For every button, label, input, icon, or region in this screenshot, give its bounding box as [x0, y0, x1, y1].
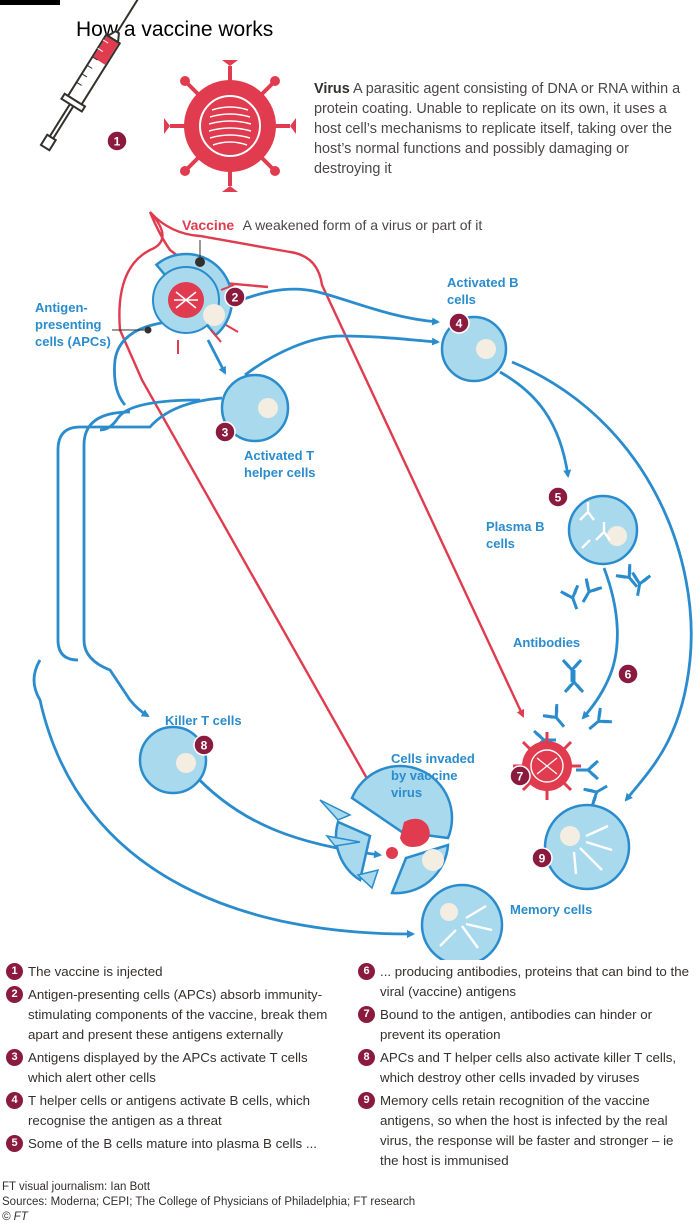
legend-num: 5: [6, 1135, 23, 1152]
step-badge-5: 5: [547, 486, 569, 508]
legend-text: ... producing antibodies, proteins that …: [380, 964, 689, 999]
svg-text:2: 2: [232, 291, 239, 305]
plasma-label-2: cells: [486, 536, 515, 551]
legend-item-6: 6 ... producing antibodies, proteins that…: [358, 962, 694, 1002]
apc-label-1: Antigen-: [35, 300, 88, 315]
step-badge-2: 2: [224, 286, 246, 308]
t-helper-cell: [220, 373, 290, 443]
legend-text: Memory cells retain recognition of the v…: [380, 1093, 674, 1168]
vaccine-definition: Vaccine A weakened form of a virus or pa…: [182, 217, 482, 234]
credit-copyright: © FT: [2, 1211, 28, 1223]
apc-label-3: cells (APCs): [35, 334, 111, 349]
legend-text: Antigens displayed by the APCs activate …: [28, 1050, 308, 1085]
page-title: How a vaccine works: [76, 18, 274, 41]
virus-definition: Virus A parasitic agent consisting of DN…: [314, 79, 694, 179]
legend-num: 3: [6, 1049, 23, 1066]
apc-label-2: presenting: [35, 317, 102, 332]
svg-text:4: 4: [456, 317, 463, 331]
step-badge-1: 1: [106, 130, 128, 152]
legend-num: 7: [358, 1006, 375, 1023]
invaded-label-2: by vaccine: [391, 768, 458, 783]
virus-icon: [164, 60, 296, 192]
legend-num: 1: [6, 963, 23, 980]
step-badge-4: 4: [448, 312, 470, 334]
legend-text: Bound to the antigen, antibodies can hin…: [380, 1007, 653, 1042]
svg-text:6: 6: [625, 668, 632, 682]
b-cell-label-1: Activated B: [447, 275, 519, 290]
svg-text:7: 7: [517, 770, 524, 784]
memory-cell-2: [420, 883, 504, 960]
legend-num: 2: [6, 986, 23, 1003]
legend-left: 1 The vaccine is injected 2 Antigen-presen…: [6, 962, 336, 1157]
legend-text: T helper cells or antigens activate B ce…: [28, 1093, 311, 1128]
invaded-label-3: virus: [391, 785, 422, 800]
b-cell-label-2: cells: [447, 292, 476, 307]
legend-item-7: 7 Bound to the antigen, antibodies can hi…: [358, 1005, 694, 1045]
legend-num: 6: [358, 963, 375, 980]
credit-byline: FT visual journalism: Ian Bott: [2, 1181, 151, 1193]
apc-pointer: [112, 240, 201, 334]
svg-text:1: 1: [114, 135, 121, 149]
legend-text: The vaccine is injected: [28, 964, 163, 979]
antibodies-label: Antibodies: [513, 635, 580, 650]
legend-text: APCs and T helper cells also activate ki…: [380, 1050, 677, 1085]
legend-text: Antigen-presenting cells (APCs) absorb i…: [28, 987, 328, 1042]
legend-item-1: 1 The vaccine is injected: [6, 962, 336, 982]
apc-cell: [152, 252, 239, 354]
killer-t-label: Killer T cells: [165, 713, 242, 728]
vaccine-diagram: Vaccine A weakened form of a virus or pa…: [32, 0, 693, 960]
memory-cells-label: Memory cells: [510, 902, 592, 917]
virus-term: Virus: [314, 81, 350, 97]
vaccine-term: Vaccine: [182, 217, 234, 233]
legend-text: Some of the B cells mature into plasma B…: [28, 1136, 317, 1151]
legend-item-5: 5 Some of the B cells mature into plasma …: [6, 1134, 336, 1154]
t-helper-label-1: Activated T: [244, 448, 314, 463]
step-badge-7: 7: [509, 765, 531, 787]
legend-item-8: 8 APCs and T helper cells also activate k…: [358, 1048, 694, 1088]
invaded-cell: [319, 764, 454, 895]
immune-pathways: [32, 287, 693, 939]
step-badge-9: 9: [531, 847, 553, 869]
svg-text:8: 8: [201, 739, 208, 753]
legend-item-9: 9 Memory cells retain recognition of the …: [358, 1091, 694, 1171]
credit-sources: Sources: Moderna; CEPI; The College of P…: [2, 1196, 416, 1208]
t-helper-label-2: helper cells: [244, 465, 316, 480]
svg-text:3: 3: [222, 426, 229, 440]
legend-num: 8: [358, 1049, 375, 1066]
svg-text:9: 9: [539, 852, 546, 866]
memory-cell-1: [543, 803, 631, 891]
neutralised-virus: [513, 732, 581, 800]
legend-num: 9: [358, 1092, 375, 1109]
legend-num: 4: [6, 1092, 23, 1109]
svg-text:5: 5: [555, 491, 562, 505]
killer-t-cell: [138, 725, 208, 795]
plasma-label-1: Plasma B: [486, 519, 545, 534]
plasma-b-cell: [567, 494, 639, 566]
legend-item-2: 2 Antigen-presenting cells (APCs) absorb …: [6, 985, 336, 1045]
ft-header-bar: [0, 0, 60, 5]
legend-item-3: 3 Antigens displayed by the APCs activate…: [6, 1048, 336, 1088]
step-badge-6: 6: [617, 663, 639, 685]
virus-description: A parasitic agent consisting of DNA or R…: [314, 81, 681, 177]
vaccine-description: A weakened form of a virus or part of it: [243, 217, 483, 233]
invaded-label-1: Cells invaded: [391, 751, 475, 766]
step-badge-8: 8: [193, 734, 215, 756]
legend-right: 6 ... producing antibodies, proteins that…: [358, 962, 694, 1174]
syringe-icon: [39, 0, 159, 152]
vaccine-path: [118, 211, 525, 800]
legend-item-4: 4 T helper cells or antigens activate B c…: [6, 1091, 336, 1131]
step-badge-3: 3: [214, 421, 236, 443]
credits: FT visual journalism: Ian Bott Sources: …: [2, 1180, 415, 1225]
